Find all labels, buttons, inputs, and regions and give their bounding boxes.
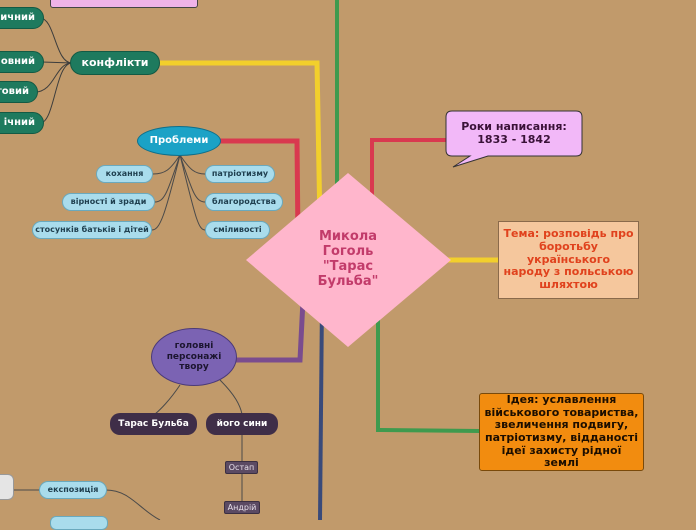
conflict-item-label: товий (0, 86, 29, 98)
theme-node[interactable]: Тема: розповідь про боротьбу українськог… (498, 221, 639, 299)
partial-top-node (50, 0, 198, 8)
character-taras-label: Тарас Бульба (118, 418, 189, 429)
exposition-node[interactable]: експозиція (39, 481, 107, 499)
problem-item-love[interactable]: кохання (96, 165, 153, 183)
problem-item-label: благородства (211, 197, 277, 207)
conflicts-subbranches (34, 17, 73, 124)
bottom-subbranches (10, 489, 161, 520)
problem-item-patriotism[interactable]: патріотизму (205, 165, 275, 183)
idea-label: Ідея: уславлення військового товариства,… (484, 393, 639, 470)
characters-branch-line (236, 299, 306, 363)
character-taras[interactable]: Тарас Бульба (110, 413, 197, 435)
problem-item-label: кохання (105, 169, 144, 179)
conflict-item-1[interactable]: ичний (0, 7, 44, 29)
character-ostap-label: Остап (228, 462, 255, 472)
problems-subbranches (151, 154, 206, 231)
conflict-item-label: овний (0, 56, 35, 68)
conflict-item-3[interactable]: товий (0, 81, 38, 103)
partial-bottom-node (50, 516, 108, 530)
theme-label: Тема: розповідь про боротьбу українськог… (503, 227, 634, 291)
problems-label: Проблеми (149, 135, 209, 147)
problem-item-label: патріотизму (211, 169, 269, 179)
conflict-item-label: ічний (3, 117, 35, 129)
center-node[interactable]: Микола Гоголь "Тарас Бульба" (296, 222, 400, 298)
conflict-item-4[interactable]: ічний (0, 112, 44, 134)
problem-item-loyalty[interactable]: вірності й зради (62, 193, 155, 211)
center-diamond-shape (246, 173, 451, 347)
problems-branch-line (220, 138, 301, 241)
character-andriy-label: Андрій (227, 502, 257, 512)
characters-label: головні персонажі твору (166, 341, 222, 373)
partial-left-node (0, 474, 14, 500)
problems-node[interactable]: Проблеми (137, 126, 221, 156)
problem-item-label: стосунків батьків і дітей (35, 225, 149, 235)
exposition-label: експозиція (47, 485, 99, 495)
problem-item-nobility[interactable]: благородства (205, 193, 283, 211)
character-sons[interactable]: його сини (206, 413, 278, 435)
characters-subbranches (154, 379, 243, 502)
character-ostap[interactable]: Остап (225, 461, 258, 474)
years-callout-shape (445, 110, 583, 168)
conflicts-label: конфлікти (81, 55, 149, 69)
characters-node[interactable]: головні персонажі твору (151, 328, 237, 386)
problem-item-label: сміливості (213, 225, 262, 235)
conflicts-branch-line (160, 60, 323, 226)
center-title: Микола Гоголь "Тарас Бульба" (317, 229, 379, 289)
years-node[interactable]: Роки написання: 1833 - 1842 (448, 114, 580, 154)
character-sons-label: його сини (216, 418, 268, 429)
years-label: Роки написання: 1833 - 1842 (461, 120, 567, 146)
idea-branch-line (376, 300, 481, 433)
character-andriy[interactable]: Андрій (224, 501, 260, 514)
conflict-item-label: ичний (0, 12, 35, 24)
problem-item-courage[interactable]: сміливості (205, 221, 270, 239)
idea-node[interactable]: Ідея: уславлення військового товариства,… (479, 393, 644, 471)
conflicts-node[interactable]: конфлікти (70, 51, 160, 75)
problem-item-label: вірності й зради (70, 197, 147, 207)
bottom-branch-line (318, 299, 324, 520)
problem-item-parents[interactable]: стосунків батьків і дітей (32, 221, 152, 239)
conflict-item-2[interactable]: овний (0, 51, 44, 73)
years-branch-line (370, 138, 446, 200)
